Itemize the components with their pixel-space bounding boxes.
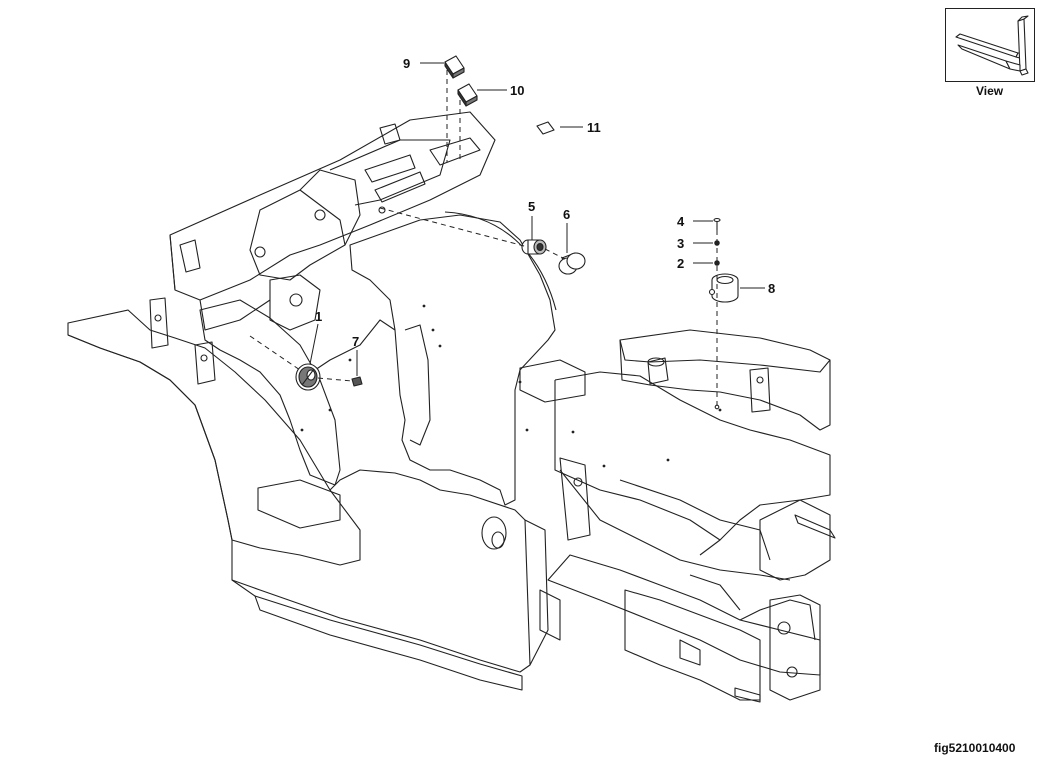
callout-5[interactable]: 5 [528, 199, 535, 214]
callout-6[interactable]: 6 [563, 207, 570, 222]
part-6[interactable] [558, 252, 586, 275]
callout-11[interactable]: 11 [587, 120, 601, 135]
part-1[interactable] [295, 363, 321, 391]
callout-3[interactable]: 3 [677, 236, 684, 251]
view-label: View [976, 84, 1004, 98]
callout-2[interactable]: 2 [677, 256, 684, 271]
callout-9[interactable]: 9 [403, 56, 410, 71]
assembly-guide-lines [249, 70, 718, 410]
part-11[interactable] [536, 121, 555, 135]
part-9[interactable] [444, 55, 465, 79]
forklift-fork-icon [955, 15, 1029, 76]
part-7[interactable] [351, 376, 363, 387]
view-inset-box [945, 8, 1035, 82]
callout-1[interactable]: 1 [315, 309, 322, 324]
callout-4[interactable]: 4 [677, 214, 685, 229]
leader-lines [309, 62, 765, 376]
callout-labels: 9 10 11 5 6 1 7 4 3 2 8 [315, 56, 775, 349]
callout-10[interactable]: 10 [510, 83, 524, 98]
part-10[interactable] [457, 83, 478, 107]
callout-8[interactable]: 8 [768, 281, 775, 296]
part-8[interactable] [708, 273, 739, 303]
upper-carriage-assembly [169, 111, 496, 331]
part-4[interactable] [713, 217, 721, 231]
part-5[interactable] [521, 239, 547, 255]
callout-7[interactable]: 7 [352, 334, 359, 349]
chassis-frame [67, 211, 836, 703]
figure-id: fig5210010400 [934, 741, 1016, 755]
